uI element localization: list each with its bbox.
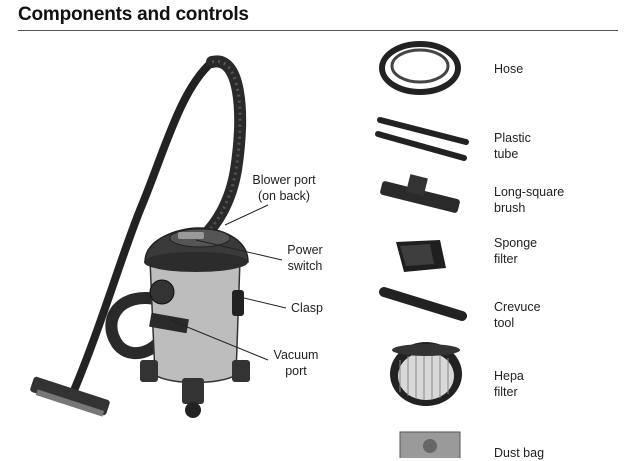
callout-blower-port: Blower port (on back) bbox=[252, 173, 316, 203]
title-divider bbox=[18, 30, 618, 31]
component-label-brush: Long-square brush bbox=[494, 185, 565, 215]
component-label-crevice-tool: Crevuce tool bbox=[494, 300, 541, 330]
dust-bag-icon bbox=[399, 431, 461, 458]
floor-brush-icon bbox=[30, 376, 110, 417]
component-label-sponge-filter: Sponge filter bbox=[494, 236, 538, 266]
hepa-filter-icon bbox=[390, 342, 462, 406]
component-label-hose: Hose bbox=[494, 62, 524, 76]
callout-clasp: Clasp bbox=[291, 301, 323, 315]
sponge-filter-icon bbox=[396, 240, 446, 272]
brush-icon bbox=[380, 174, 460, 213]
plastic-tube-icon bbox=[375, 117, 469, 161]
component-label-plastic-tube: Plastic tube bbox=[494, 131, 531, 161]
callout-vacuum-port: Vacuum port bbox=[273, 348, 319, 378]
crevice-tool-icon bbox=[379, 287, 467, 321]
component-label-dust-bag: Dust bag bbox=[494, 446, 545, 460]
page-title: Components and controls bbox=[18, 4, 249, 25]
callout-power-switch: Power switch bbox=[287, 243, 323, 273]
hose-icon bbox=[379, 41, 461, 95]
component-label-hepa-filter: Hepa filter bbox=[494, 369, 524, 399]
